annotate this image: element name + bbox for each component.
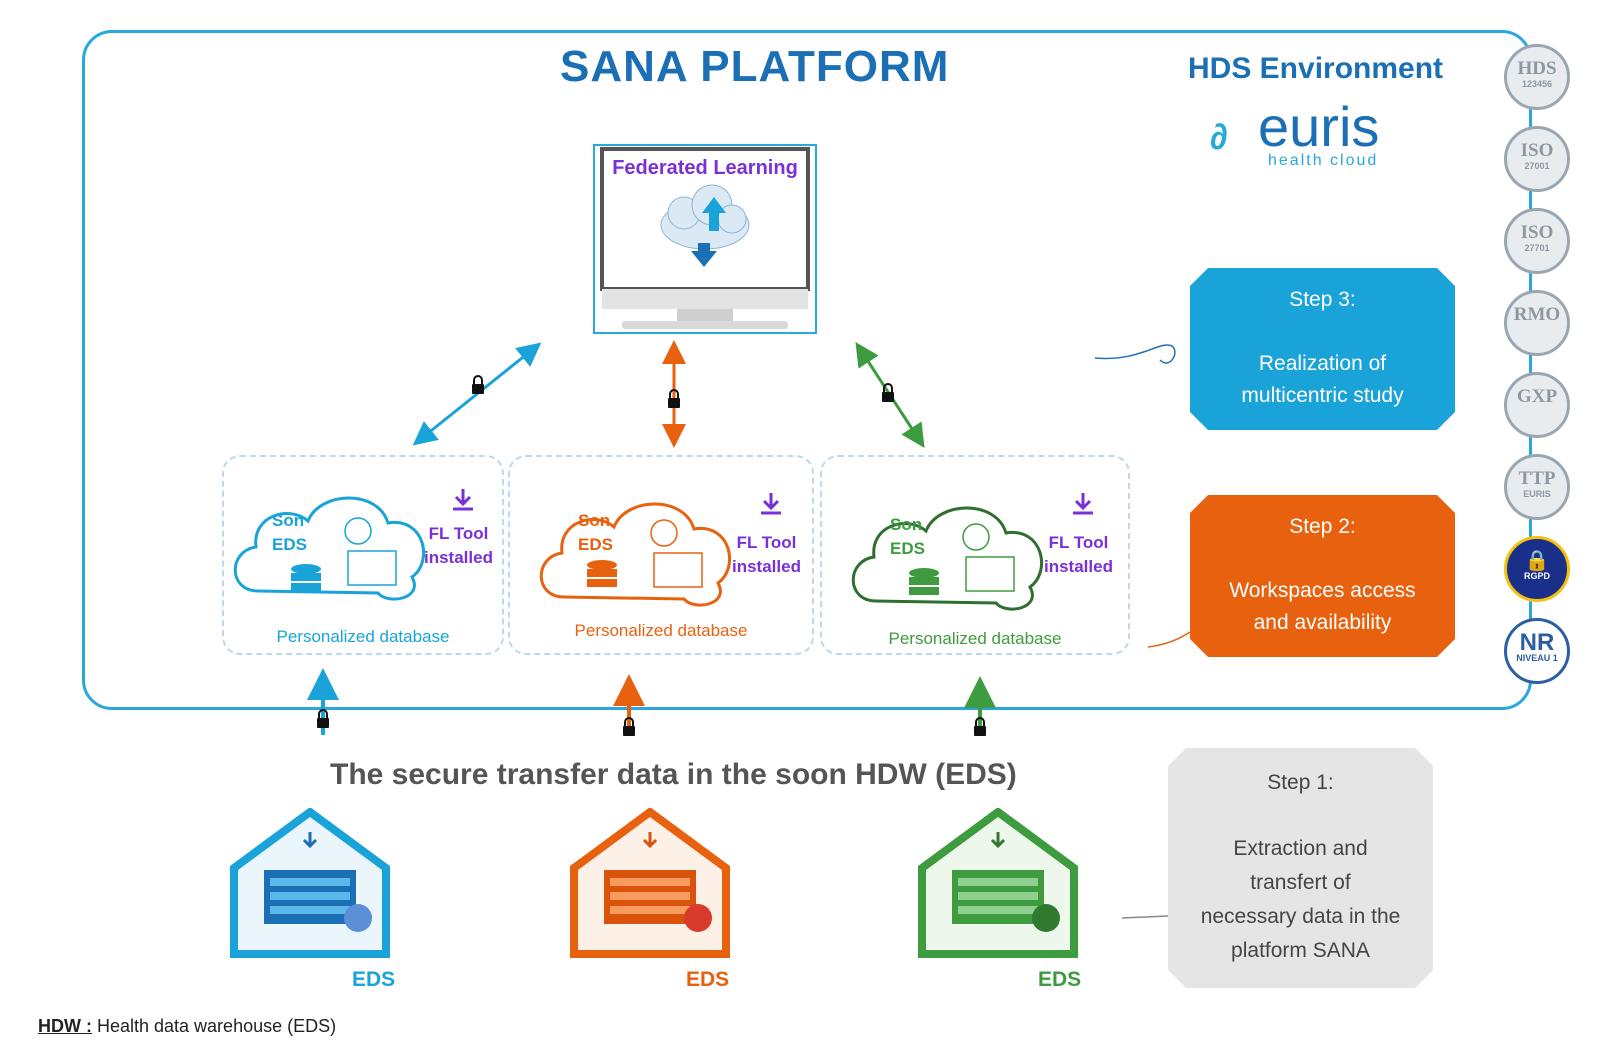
step-3-title: Step 3: bbox=[1289, 288, 1356, 311]
step-2-box: Step 2: Workspaces access and availabili… bbox=[1190, 495, 1455, 657]
step1-connector bbox=[1121, 915, 1169, 919]
lock-icons bbox=[317, 375, 986, 736]
step-2-title: Step 2: bbox=[1289, 515, 1356, 538]
up-down-arrow-icon bbox=[691, 197, 726, 267]
download-icon bbox=[1073, 493, 1093, 515]
cloud-workstation-icon bbox=[851, 506, 1044, 611]
cloud-workstation-icon bbox=[539, 502, 732, 607]
footnote-definition: Health data warehouse (EDS) bbox=[91, 1016, 337, 1036]
personalized-database-label: Personalized database bbox=[276, 627, 450, 646]
eds-label-3: EDS bbox=[1038, 968, 1082, 991]
step-3-line1: Realization of bbox=[1258, 352, 1387, 375]
rmo-badge-icon: RMO bbox=[1504, 290, 1570, 356]
hds-environment-heading: HDS Environment bbox=[1188, 52, 1444, 85]
eds-warehouse-icon bbox=[570, 808, 730, 958]
federated-learning-monitor: Federated Learning bbox=[592, 143, 818, 335]
step-2-line2: and availability bbox=[1253, 611, 1392, 634]
step-1-box: Step 1: Extraction and transfert of nece… bbox=[1168, 748, 1433, 988]
platform-frame bbox=[82, 30, 1532, 710]
euris-logo-sub: health cloud bbox=[1268, 152, 1379, 169]
step-1-title: Step 1: bbox=[1267, 771, 1334, 794]
eds-warehouse-icon bbox=[918, 808, 1078, 958]
personalized-database-label: Personalized database bbox=[574, 621, 748, 640]
download-icon bbox=[761, 493, 781, 515]
monitor-icon bbox=[593, 144, 817, 334]
footnote-term: HDW : bbox=[38, 1016, 92, 1036]
footnote: HDW : Health data warehouse (EDS) bbox=[38, 1016, 336, 1037]
download-icon bbox=[453, 489, 473, 511]
euris-mark-icon: ∂ bbox=[1210, 116, 1228, 157]
page-title: SANA PLATFORM bbox=[560, 42, 950, 91]
personalized-database-label: Personalized database bbox=[888, 629, 1062, 648]
euris-logo-word: euris bbox=[1258, 95, 1380, 158]
secure-transfer-heading: The secure transfer data in the soon HDW… bbox=[330, 758, 1017, 791]
step-3-line2: multicentric study bbox=[1241, 384, 1404, 407]
eds-label-1: EDS bbox=[352, 968, 396, 991]
step-1-line2: transfert of bbox=[1250, 871, 1351, 894]
step3-connector bbox=[1094, 344, 1176, 364]
gxp-badge-icon: GXP bbox=[1504, 372, 1570, 438]
step-1-line3: necessary data in the bbox=[1200, 905, 1401, 928]
step-1-line4: platform SANA bbox=[1231, 939, 1370, 962]
rgpd-badge-icon: 🔒RGPD bbox=[1504, 536, 1570, 602]
cloud-workstation-icon bbox=[233, 496, 426, 601]
federated-learning-label: Federated Learning bbox=[612, 157, 798, 179]
eds-warehouse-icon bbox=[230, 808, 390, 958]
step-3-box: Step 3: Realization of multicentric stud… bbox=[1190, 268, 1455, 430]
step-1-line1: Extraction and bbox=[1233, 837, 1368, 860]
eds-label-2: EDS bbox=[686, 968, 730, 991]
step-2-line1: Workspaces access bbox=[1229, 579, 1416, 602]
step2-connector bbox=[1147, 631, 1191, 648]
euris-logo: ∂ euris health cloud bbox=[1210, 95, 1410, 180]
